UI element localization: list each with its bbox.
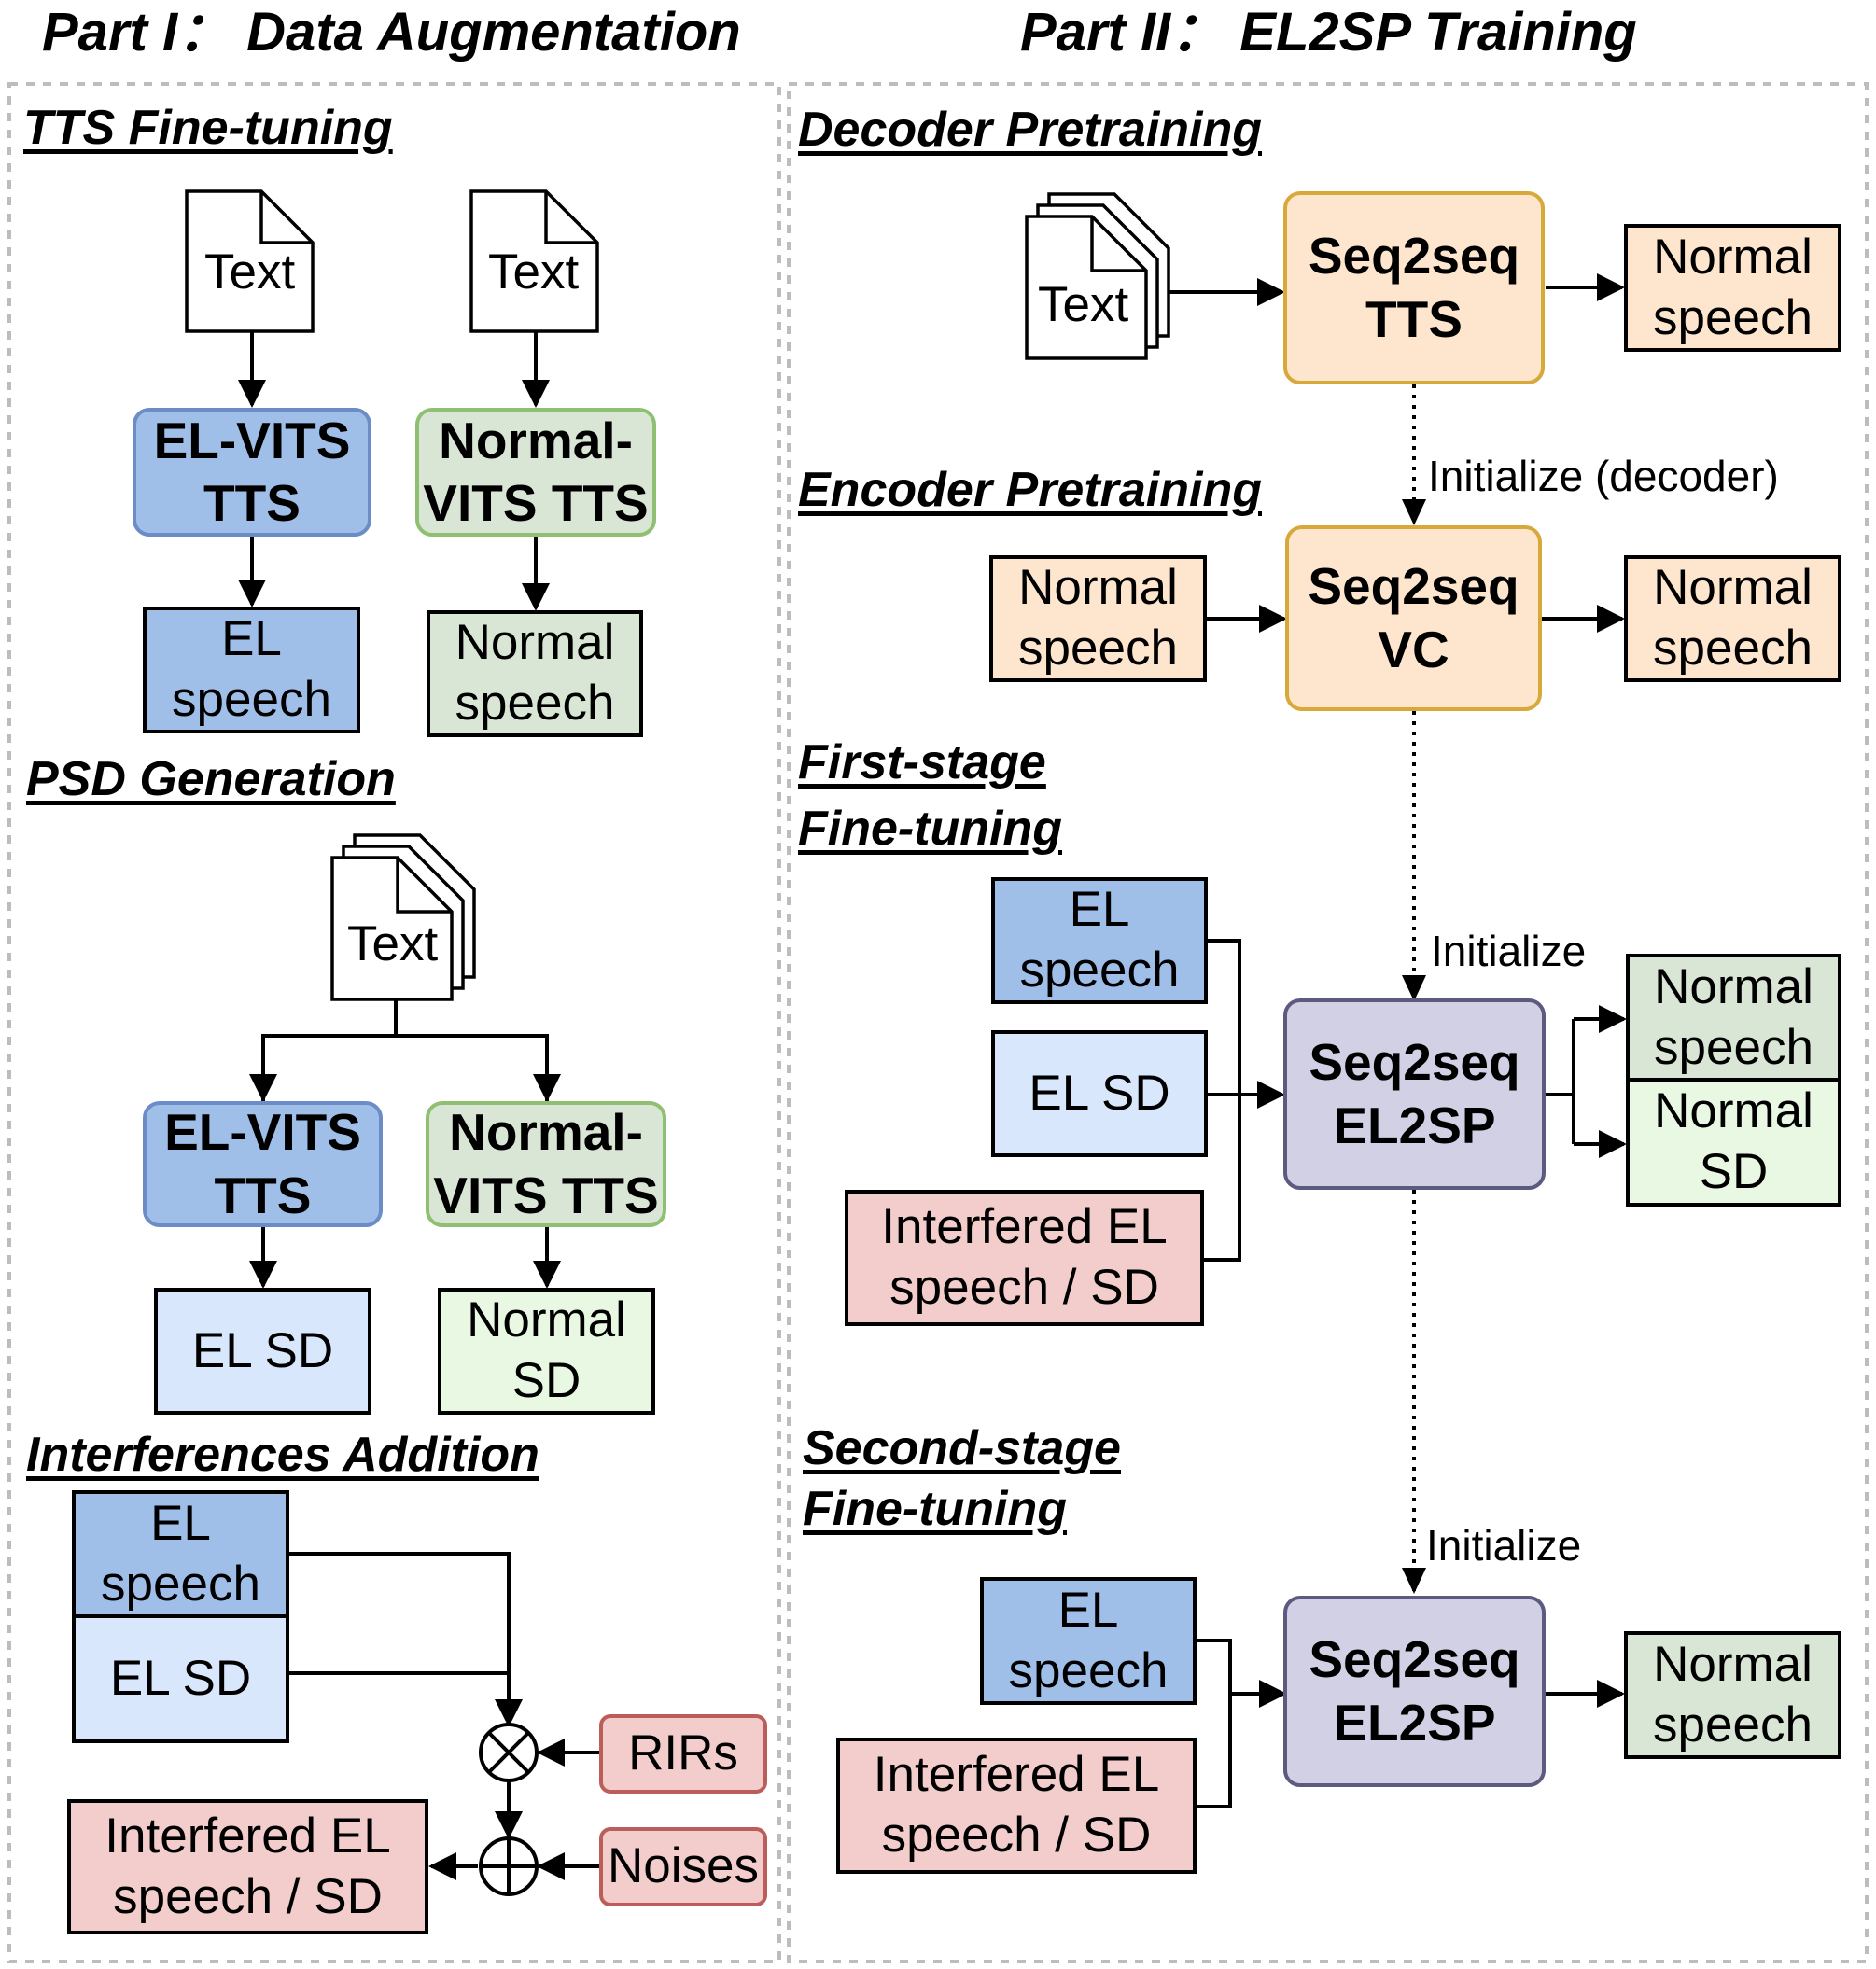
- section-interferences-addition: Interferences Addition: [26, 1428, 539, 1482]
- text-stack-icon: [330, 833, 476, 1001]
- part2-panel: [787, 82, 1869, 1963]
- initialize-decoder-label: Initialize (decoder): [1428, 452, 1779, 500]
- add-operator-icon: [479, 1836, 539, 1896]
- text-document-icon: [469, 189, 599, 333]
- rirs-source: RIRs: [599, 1714, 767, 1794]
- multiply-operator-icon: [479, 1723, 539, 1782]
- section-second-stage-line1: Second-stage: [803, 1421, 1121, 1475]
- part2-title: Part II： EL2SP Training: [1020, 2, 1637, 63]
- text-doc-label: Text: [347, 916, 439, 971]
- part1-title: Part I： Data Augmentation: [42, 2, 741, 63]
- section-first-stage-line1: First-stage: [798, 735, 1046, 789]
- section-encoder-pretraining: Encoder Pretraining: [798, 463, 1262, 517]
- el-sd-data: EL SD: [154, 1288, 371, 1415]
- section-second-stage-line2: Fine-tuning: [803, 1482, 1068, 1536]
- el-sd-input: EL SD: [991, 1030, 1208, 1157]
- part1-panel: [7, 82, 781, 1963]
- el-sd-data: EL SD: [72, 1614, 289, 1743]
- section-psd-generation: PSD Generation: [26, 752, 396, 806]
- normal-vits-tts-model: Normal-VITS TTS: [415, 408, 656, 537]
- text-doc-label: Text: [488, 244, 580, 300]
- section-first-stage-line2: Fine-tuning: [798, 802, 1063, 856]
- text-document-icon: [185, 189, 315, 333]
- section-first-stage: First-stage Fine-tuning: [798, 733, 1062, 859]
- initialize-label: Initialize: [1426, 1521, 1582, 1570]
- text-stack-icon: [1025, 192, 1170, 360]
- section-decoder-pretraining: Decoder Pretraining: [798, 103, 1263, 157]
- initialize-label: Initialize: [1431, 927, 1587, 975]
- text-doc-label: Text: [1038, 277, 1129, 332]
- normal-vits-tts-model: Normal-VITS TTS: [426, 1101, 666, 1227]
- section-tts-finetuning: TTS Fine-tuning: [23, 101, 393, 155]
- noises-source: Noises: [599, 1827, 767, 1906]
- section-second-stage: Second-stage Fine-tuning: [803, 1418, 1121, 1540]
- text-doc-label: Text: [204, 244, 296, 300]
